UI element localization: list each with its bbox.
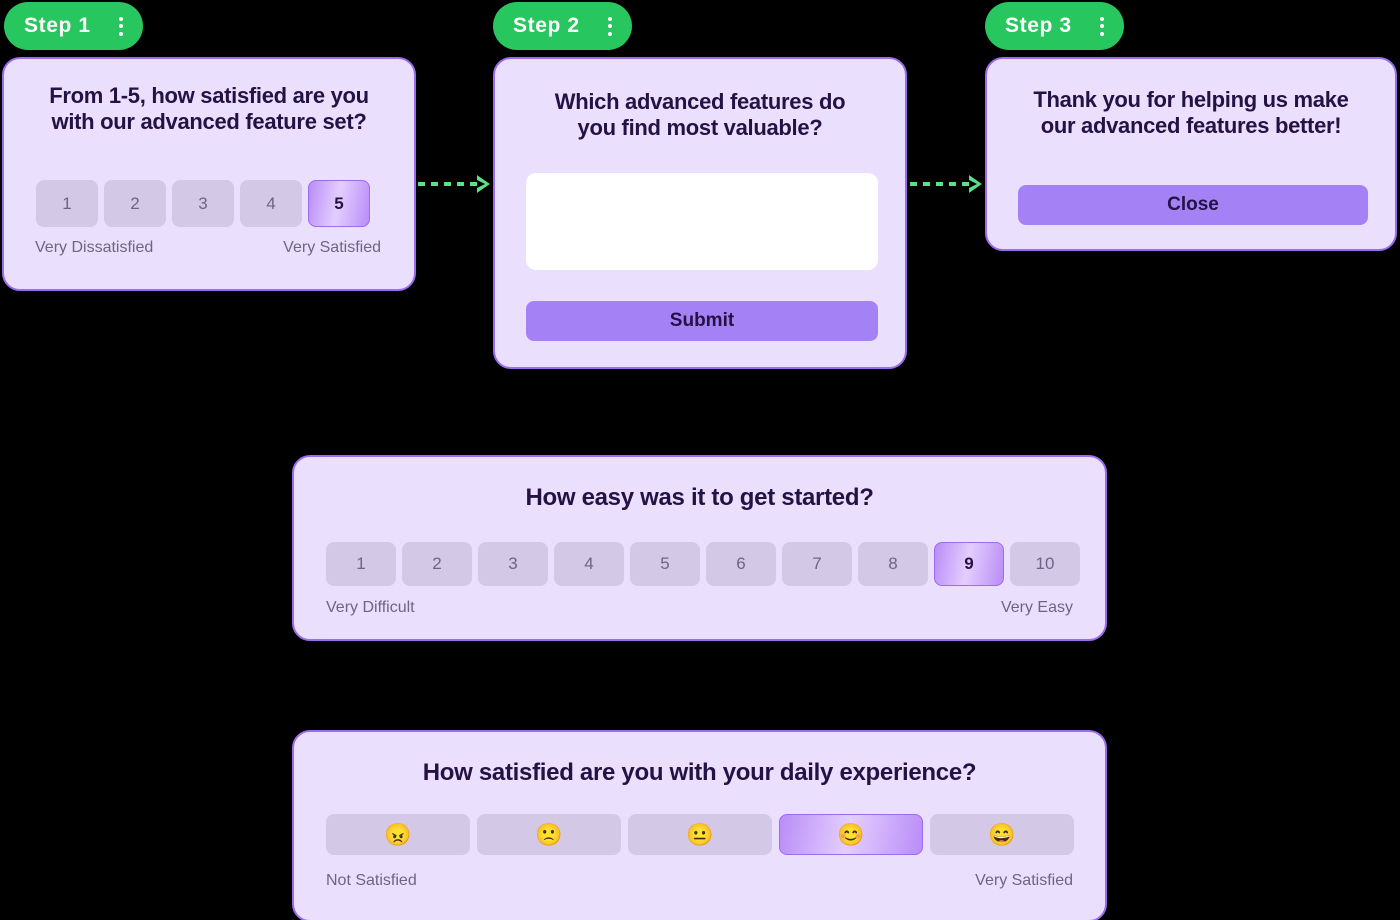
angry-face-emoji[interactable]: 😠 [326, 814, 470, 855]
ease-option-3[interactable]: 3 [478, 542, 548, 586]
step-badge-2[interactable]: Step 2 [493, 2, 632, 50]
ease-option-8[interactable]: 8 [858, 542, 928, 586]
card-title-step-1: From 1-5, how satisfied are you with our… [49, 83, 369, 134]
ease-option-1[interactable]: 1 [326, 542, 396, 586]
submit-button[interactable]: Submit [526, 301, 878, 341]
step-badge-label: Step 1 [24, 14, 91, 37]
rating-option-4[interactable]: 4 [240, 180, 302, 227]
card-title-ease: How easy was it to get started? [525, 484, 874, 511]
ease-option-6[interactable]: 6 [706, 542, 776, 586]
survey-card-step-3: Thank you for helping us make our advanc… [985, 57, 1397, 251]
survey-card-step-1: From 1-5, how satisfied are you with our… [2, 57, 416, 291]
ease-option-2[interactable]: 2 [402, 542, 472, 586]
connector-arrow-step1-step2 [418, 171, 490, 197]
rating-scale-emoji: 😠 🙁 😐 😊 😄 [326, 814, 1074, 855]
card-title-step-3: Thank you for helping us make our advanc… [1033, 87, 1349, 138]
kebab-menu-icon[interactable] [1094, 15, 1110, 38]
step-badge-3[interactable]: Step 3 [985, 2, 1124, 50]
ease-option-5[interactable]: 5 [630, 542, 700, 586]
survey-card-daily-experience: How satisfied are you with your daily ex… [292, 730, 1107, 920]
close-button[interactable]: Close [1018, 185, 1368, 225]
frowning-face-emoji[interactable]: 🙁 [477, 814, 621, 855]
rating-scale-1to5: 1 2 3 4 5 [36, 180, 370, 227]
anchor-labels-daily: Not Satisfied Very Satisfied [326, 872, 1073, 890]
step-badge-label: Step 2 [513, 14, 580, 37]
connector-dots [910, 182, 970, 186]
step-badge-1[interactable]: Step 1 [4, 2, 143, 50]
ease-option-10[interactable]: 10 [1010, 542, 1080, 586]
anchor-high-label: Very Easy [1000, 599, 1073, 616]
anchor-labels-step-1: Very Dissatisfied Very Satisfied [35, 239, 381, 257]
grinning-face-emoji[interactable]: 😄 [930, 814, 1074, 855]
neutral-face-emoji[interactable]: 😐 [628, 814, 772, 855]
survey-card-step-2: Which advanced features do you find most… [493, 57, 907, 369]
smiling-face-emoji-selected[interactable]: 😊 [779, 814, 923, 855]
card-title-step-2: Which advanced features do you find most… [554, 89, 846, 140]
rating-option-3[interactable]: 3 [172, 180, 234, 227]
card-title-daily: How satisfied are you with your daily ex… [422, 759, 977, 786]
rating-option-5-selected[interactable]: 5 [308, 180, 370, 227]
rating-option-1[interactable]: 1 [36, 180, 98, 227]
ease-option-9-selected[interactable]: 9 [934, 542, 1004, 586]
kebab-menu-icon[interactable] [602, 15, 618, 38]
ease-option-4[interactable]: 4 [554, 542, 624, 586]
connector-arrowhead-icon [969, 175, 982, 193]
step-badge-label: Step 3 [1005, 14, 1072, 37]
ease-option-7[interactable]: 7 [782, 542, 852, 586]
connector-arrowhead-icon [477, 175, 490, 193]
anchor-low-label: Not Satisfied [326, 872, 417, 889]
rating-scale-1to10: 1 2 3 4 5 6 7 8 9 10 [326, 542, 1080, 586]
kebab-menu-icon[interactable] [113, 15, 129, 38]
anchor-labels-ease: Very Difficult Very Easy [326, 599, 1073, 617]
feedback-textarea[interactable] [526, 173, 878, 270]
anchor-high-label: Very Satisfied [283, 239, 381, 256]
connector-arrow-step2-step3 [910, 171, 982, 197]
survey-card-ease-of-onboarding: How easy was it to get started? 1 2 3 4 … [292, 455, 1107, 641]
anchor-low-label: Very Difficult [326, 599, 415, 616]
anchor-low-label: Very Dissatisfied [35, 239, 154, 256]
rating-option-2[interactable]: 2 [104, 180, 166, 227]
connector-dots [418, 182, 478, 186]
anchor-high-label: Very Satisfied [975, 872, 1073, 889]
